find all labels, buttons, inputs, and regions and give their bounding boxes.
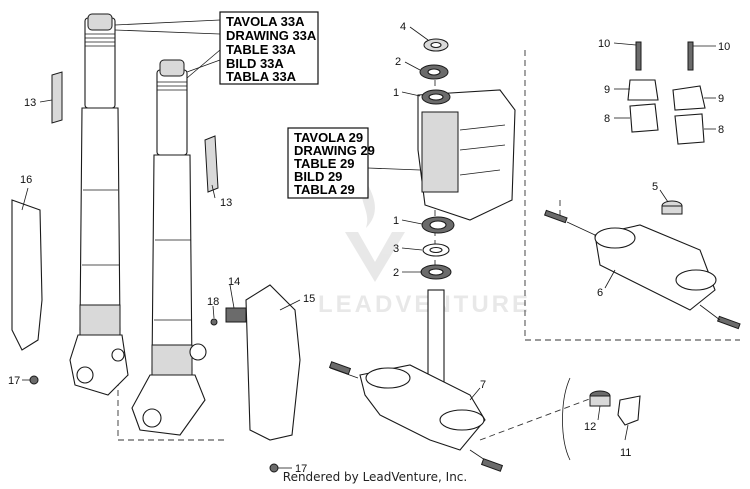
- ref-33a-line-4: BILD 33A: [226, 56, 284, 71]
- fork-thread-left: [85, 33, 115, 47]
- callout-13-right: 13: [220, 197, 232, 209]
- callout-11: 11: [620, 447, 631, 459]
- callout-leaders: [21, 26, 716, 469]
- fork-tube-lower-left: [79, 107, 121, 331]
- fork-tube-upper-left: [84, 17, 116, 109]
- ref-33a-line-1: TAVOLA 33A: [226, 14, 305, 29]
- bolt-10-right: [687, 41, 694, 71]
- callout-8-right: 8: [718, 124, 724, 136]
- dashed-line-right: [524, 50, 740, 341]
- callout-10-right: 10: [718, 41, 730, 53]
- reference-box-29-frame: [287, 127, 369, 199]
- clamp-bottom-8-right: [674, 113, 705, 145]
- axle-clamp-left: [76, 366, 94, 384]
- fork-tube-lower-right: [151, 154, 193, 371]
- ref-29-line-3: TABLE 29: [294, 156, 354, 171]
- ref-29-line-1: TAVOLA 29: [294, 130, 363, 145]
- callout-5: 5: [652, 181, 658, 193]
- callout-7: 7: [480, 379, 486, 391]
- fork-foot-left: [69, 334, 129, 396]
- upper-clamp-bore-left: [594, 227, 636, 249]
- watermark-v-icon: [345, 232, 405, 282]
- callout-numbers: 13 13 16 17 14 18 15 17 4 2 1 1 3 2 7 6 …: [8, 21, 730, 475]
- callout-9-left: 9: [604, 84, 610, 96]
- callout-2-bottom: 2: [393, 267, 399, 279]
- bolt-17-left: [29, 375, 39, 385]
- ref-33a-line-3: TABLE 33A: [226, 42, 296, 57]
- callout-12: 12: [584, 421, 596, 433]
- ref-29-line-2: DRAWING 29: [294, 143, 375, 158]
- fork-cap-right: [159, 59, 185, 77]
- clip-14: [225, 307, 247, 323]
- slider-guard-13-left: [51, 71, 63, 124]
- reference-box-33a-frame: [219, 11, 319, 85]
- ref-29-line-5: TABLA 29: [294, 182, 355, 197]
- callout-8-left: 8: [604, 113, 610, 125]
- screw-18: [210, 318, 218, 326]
- axle-bolt-left: [111, 348, 125, 362]
- callout-1-top: 1: [393, 87, 399, 99]
- ref-33a-line-2: DRAWING 33A: [226, 28, 317, 43]
- callout-13-left: 13: [24, 97, 36, 109]
- bolt-10-left: [635, 41, 642, 71]
- bolt-lower-clamp: [480, 458, 504, 472]
- reference-box-29: TAVOLA 29 DRAWING 29 TABLE 29 BILD 29 TA…: [287, 127, 421, 199]
- fork-guard-15: [245, 284, 301, 441]
- dashed-line-bottom: [479, 394, 601, 441]
- grommet-12-body: [589, 395, 611, 407]
- steering-tube-housing: [421, 111, 459, 193]
- axle-clamp-right: [142, 408, 162, 428]
- fork-seal-left: [79, 304, 121, 336]
- callout-17-right: 17: [295, 463, 307, 475]
- clamp-bottom-8-left: [629, 103, 659, 133]
- callout-15: 15: [303, 293, 315, 305]
- bolt-lower-clamp-left: [328, 361, 352, 375]
- callout-18: 18: [207, 296, 219, 308]
- fork-foot-right: [131, 374, 206, 436]
- lower-clamp-bore-right: [439, 409, 485, 431]
- fork-leg-right: [131, 59, 207, 436]
- axle-bolt-right: [189, 343, 207, 361]
- clamp-top-9-left: [627, 79, 659, 101]
- ref-33a-line-5: TABLA 33A: [226, 69, 297, 84]
- fork-tube-upper-right: [156, 69, 188, 156]
- slider-guard-13-right: [204, 135, 219, 193]
- reference-box-33a: TAVOLA 33A DRAWING 33A TABLE 33A BILD 33…: [114, 11, 319, 85]
- clamp-top-9-right: [672, 85, 706, 111]
- callout-10-left: 10: [598, 38, 610, 50]
- fork-cap-left: [87, 13, 113, 31]
- upper-clamp-bore-right: [675, 269, 717, 291]
- callout-1-bottom: 1: [393, 215, 399, 227]
- bushing-5-body: [661, 205, 683, 215]
- callout-4: 4: [400, 21, 406, 33]
- fork-seal-right: [151, 344, 193, 376]
- fork-guard-16: [11, 199, 43, 351]
- bracket-11: [617, 395, 641, 426]
- bolt-upper-clamp-right: [716, 315, 741, 330]
- callout-17-left: 17: [8, 375, 20, 387]
- callout-16: 16: [20, 174, 32, 186]
- lower-clamp-bore-left: [365, 367, 411, 389]
- fork-leg-left: [69, 13, 129, 396]
- callout-14: 14: [228, 276, 240, 288]
- footer-credit: Rendered by LeadVenture, Inc.: [282, 470, 468, 484]
- ref-29-line-4: BILD 29: [294, 169, 342, 184]
- fork-thread-right: [157, 81, 187, 91]
- watermark: LEADVENTURE: [318, 180, 531, 318]
- callout-3: 3: [393, 243, 399, 255]
- callout-9-right: 9: [718, 93, 724, 105]
- watermark-text: LEADVENTURE: [318, 291, 531, 318]
- bolt-upper-clamp-left: [543, 209, 568, 224]
- callout-6: 6: [597, 287, 603, 299]
- callout-2-top: 2: [395, 56, 401, 68]
